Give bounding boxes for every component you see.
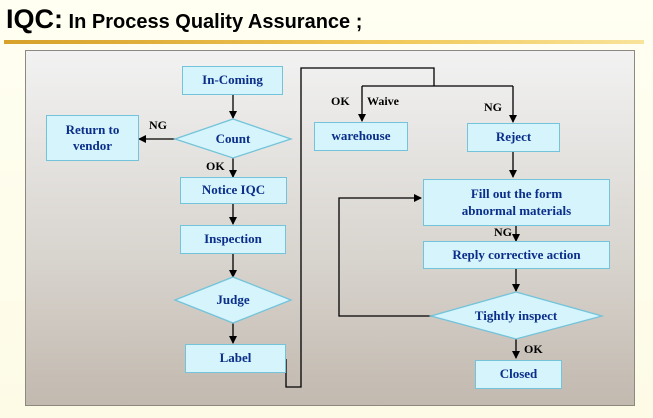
node-count: Count xyxy=(215,131,251,146)
node-incoming: In-Coming xyxy=(182,66,283,95)
tightly-inspect-diamond xyxy=(428,291,605,340)
node-closed: Closed xyxy=(475,360,562,389)
edge-inspect-loop xyxy=(338,194,432,317)
diagram-panel xyxy=(25,50,635,406)
edge-label-branch xyxy=(285,67,435,388)
label-branch-ok: OK xyxy=(331,94,350,108)
node-fill-out-form: Fill out the form abnormal materials xyxy=(423,179,610,226)
node-warehouse: warehouse xyxy=(314,122,408,151)
count-diamond xyxy=(172,118,294,159)
label-branch-waive: Waive xyxy=(367,94,399,108)
node-return-to-vendor: Return to vendor xyxy=(46,115,139,161)
judge-diamond xyxy=(173,276,293,324)
title-text: In Process Quality Assurance ; xyxy=(63,11,363,33)
title-underline xyxy=(4,40,644,44)
label-branch-ng: NG xyxy=(484,100,502,114)
node-notice-iqc: Notice IQC xyxy=(180,177,287,204)
label-fill-ng: NG xyxy=(494,225,512,239)
node-reject: Reject xyxy=(467,123,560,152)
node-tightly-inspect: Tightly inspect xyxy=(474,308,558,323)
slide-title: IQC: In Process Quality Assurance ; xyxy=(6,4,362,35)
node-label: Label xyxy=(185,344,286,373)
label-count-ng: NG xyxy=(149,118,167,132)
node-judge: Judge xyxy=(216,292,250,307)
title-prefix: IQC: xyxy=(6,4,63,34)
node-inspection: Inspection xyxy=(180,225,286,254)
node-reply-corrective-action: Reply corrective action xyxy=(423,241,610,269)
label-count-ok: OK xyxy=(206,159,225,173)
label-inspect-ok: OK xyxy=(524,342,543,356)
